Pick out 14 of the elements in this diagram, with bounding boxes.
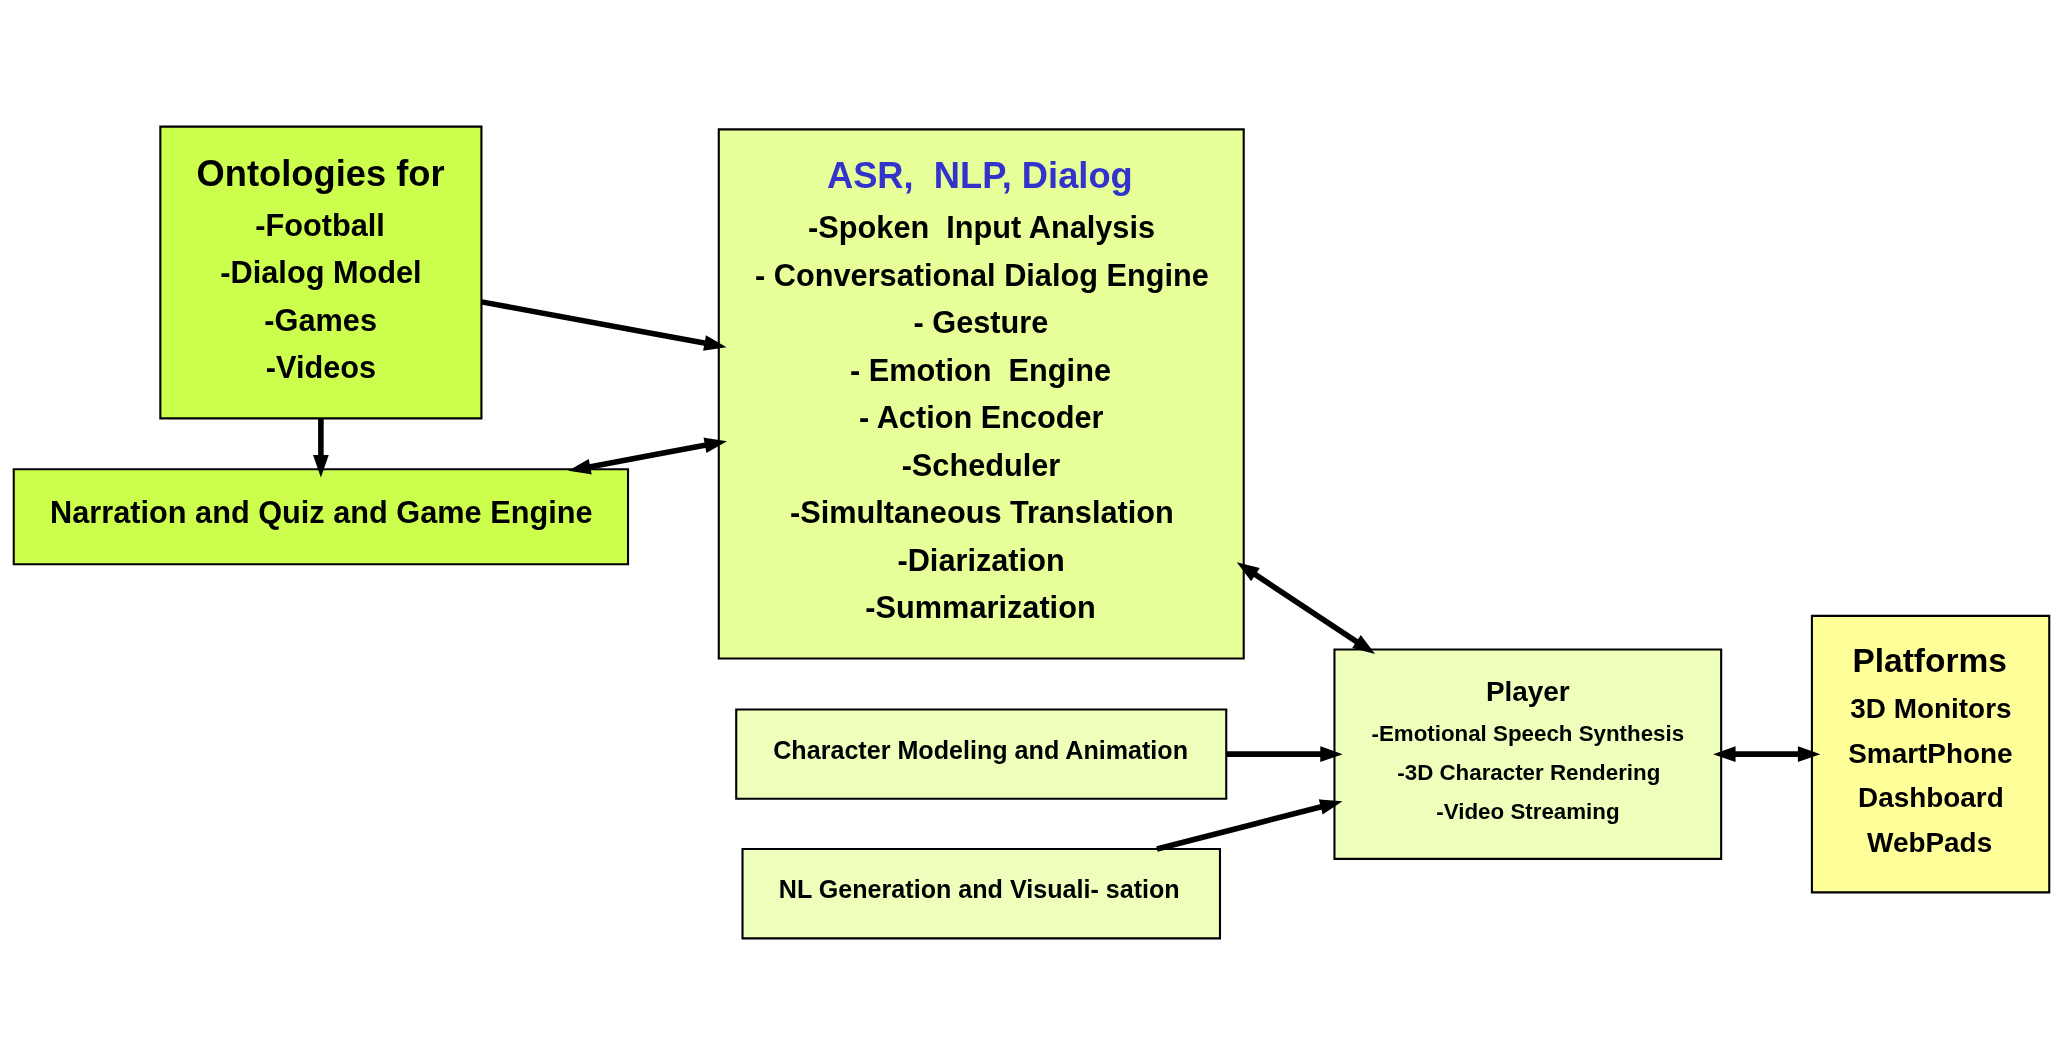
arrow [480,298,727,351]
node-box: Platforms 3D Monitors SmartPhone Dashboard WebPads [1810,614,2051,893]
arrow [1226,745,1343,762]
node-box: Character Modeling and Animation [735,707,1228,800]
node-box: Ontologies for -Football -Dialog Model -Games -Videos [159,125,483,419]
node-box: ASR, NLP, Dialog -Spoken Input Analysis - Conversational Dialog Engine - Gesture - Emotion Engine - Action Encoder -Scheduler -Simultaneous Translation -Diarization -Summarization [717,127,1245,660]
node-box: NL Generation and Visuali- sation [741,847,1221,939]
arrow [568,437,727,474]
node-box: Player -Emotional Speech Synthesis -3D Character Rendering -Video Streaming [1333,647,1723,860]
node-box: Narration and Quiz and Game Engine [12,467,630,565]
arrow [1236,561,1376,654]
arrow [1156,798,1343,852]
arrow [313,417,329,478]
arrow [1713,745,1821,762]
